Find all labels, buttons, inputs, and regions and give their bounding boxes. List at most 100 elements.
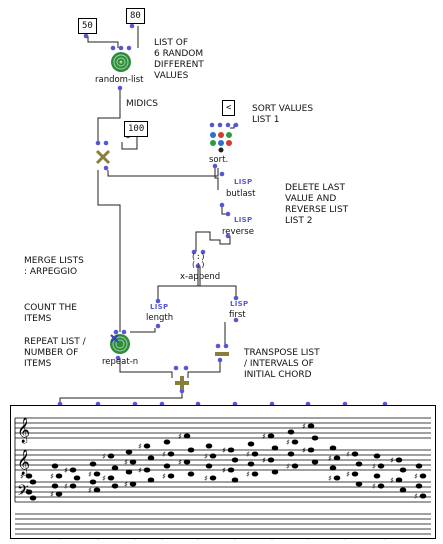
x-append-label: x-append [180,272,221,282]
sharp-accidental: ♯ [124,480,128,489]
random-list-label: random-list [95,75,144,85]
note-head [29,479,37,485]
note-head [111,465,119,471]
note-head [227,467,235,473]
treble-clef-icon-2: 𝄞 [17,449,30,475]
lisp-tag-butlast: LISP [234,178,253,186]
note-head [419,473,427,479]
note-head [69,467,77,473]
note-head [395,457,403,463]
svg-text:(:): (:) [191,252,205,261]
sort-icon[interactable] [209,131,235,153]
sharp-accidental: ♯ [102,452,106,461]
plus-icon[interactable] [174,375,190,391]
butlast-label[interactable]: butlast [226,189,256,199]
note-head [93,471,101,477]
note-head [111,483,119,489]
sharp-accidental: ♯ [64,482,68,491]
note-head [377,483,385,489]
length-label[interactable]: length [146,313,174,323]
note-head [107,475,115,481]
comment-transpose: TRANSPOSE LIST / INTERVALS OF INITIAL CH… [244,348,320,380]
note-head [311,459,319,465]
sharp-accidental: ♯ [390,456,394,465]
sharp-accidental: ♯ [88,486,92,495]
count-value-box[interactable]: 100 [124,121,149,137]
multiply-icon[interactable] [95,149,111,165]
note-head [291,463,299,469]
note-head [55,473,63,479]
sharp-accidental: ♯ [302,422,306,431]
comment-list-random: LIST OF 6 RANDOM DIFFERENT VALUES [154,38,204,81]
note-head [209,453,217,459]
sharp-accidental: ♯ [328,474,332,483]
sharp-accidental: ♯ [204,474,208,483]
minus-icon[interactable] [214,350,230,358]
note-head [251,471,259,477]
bass-clef-icon: 𝄢 [17,482,29,503]
x-append-icon[interactable]: (:) (:) [190,252,208,268]
note-head [231,457,239,463]
note-head [419,493,427,499]
note-head [373,453,381,459]
note-head [399,487,407,493]
note-head [205,463,213,469]
comment-sort-values: SORT VALUES LIST 1 [252,104,314,125]
chord-seq-editor[interactable]: 𝄞 𝄞 𝄢 ♯♯♯♯♯♯♯♯♯♯♯♯♯♯♯♯♯♯♯♯♯♯♯♯♯♯♯♯♯♯♯♯♯♯… [10,405,436,539]
note-head [307,423,315,429]
note-head [183,459,191,465]
note-head [311,435,319,441]
sort-test-box[interactable]: < [222,100,236,116]
comment-merge-lists: MERGE LISTS : ARPEGGIO [24,256,84,277]
sharp-accidental: ♯ [178,432,182,441]
sharp-accidental: ♯ [414,472,418,481]
sharp-accidental: ♯ [20,472,24,481]
note-head [143,443,151,449]
note-head [333,475,341,481]
sharp-accidental: ♯ [372,462,376,471]
note-head [167,451,175,457]
comment-midics: MIDICS [126,99,159,109]
first-label[interactable]: first [229,310,246,320]
sort-label: sort. [209,155,229,165]
note-head [89,461,97,467]
note-head [187,447,195,453]
high-value-box[interactable]: 80 [126,8,145,24]
note-head [271,445,279,451]
sharp-accidental: ♯ [50,490,54,499]
note-head [51,483,59,489]
sharp-accidental: ♯ [138,442,142,451]
sharp-accidental: ♯ [286,438,290,447]
note-head [125,449,133,455]
note-head [395,477,403,483]
note-head [329,445,337,451]
sharp-accidental: ♯ [162,472,166,481]
note-head [163,463,171,469]
note-head [55,491,63,497]
note-head [287,429,295,435]
sharp-accidental: ♯ [328,454,332,463]
note-head [373,473,381,479]
note-head [271,469,279,475]
repeat-n-label: repeat-n [102,357,139,367]
sharp-accidental: ♯ [262,456,266,465]
note-head [415,463,423,469]
sharp-accidental: ♯ [372,482,376,491]
sharp-accidental: ♯ [124,458,128,467]
note-head [129,481,137,487]
note-head [251,451,259,457]
note-head [205,443,213,449]
note-head [307,447,315,453]
sharp-accidental: ♯ [178,458,182,467]
comment-repeat-list: REPEAT LIST / NUMBER OF ITEMS [24,337,86,369]
sharp-accidental: ♯ [50,472,54,481]
reverse-label[interactable]: reverse [222,227,254,237]
note-head [333,455,341,461]
sharp-accidental: ♯ [64,466,68,475]
repeat-n-icon[interactable] [109,333,131,355]
low-value-box[interactable]: 50 [78,18,97,34]
note-head [147,455,155,461]
sharp-accidental: ♯ [262,432,266,441]
note-head [93,487,101,493]
random-list-icon[interactable] [110,51,132,73]
